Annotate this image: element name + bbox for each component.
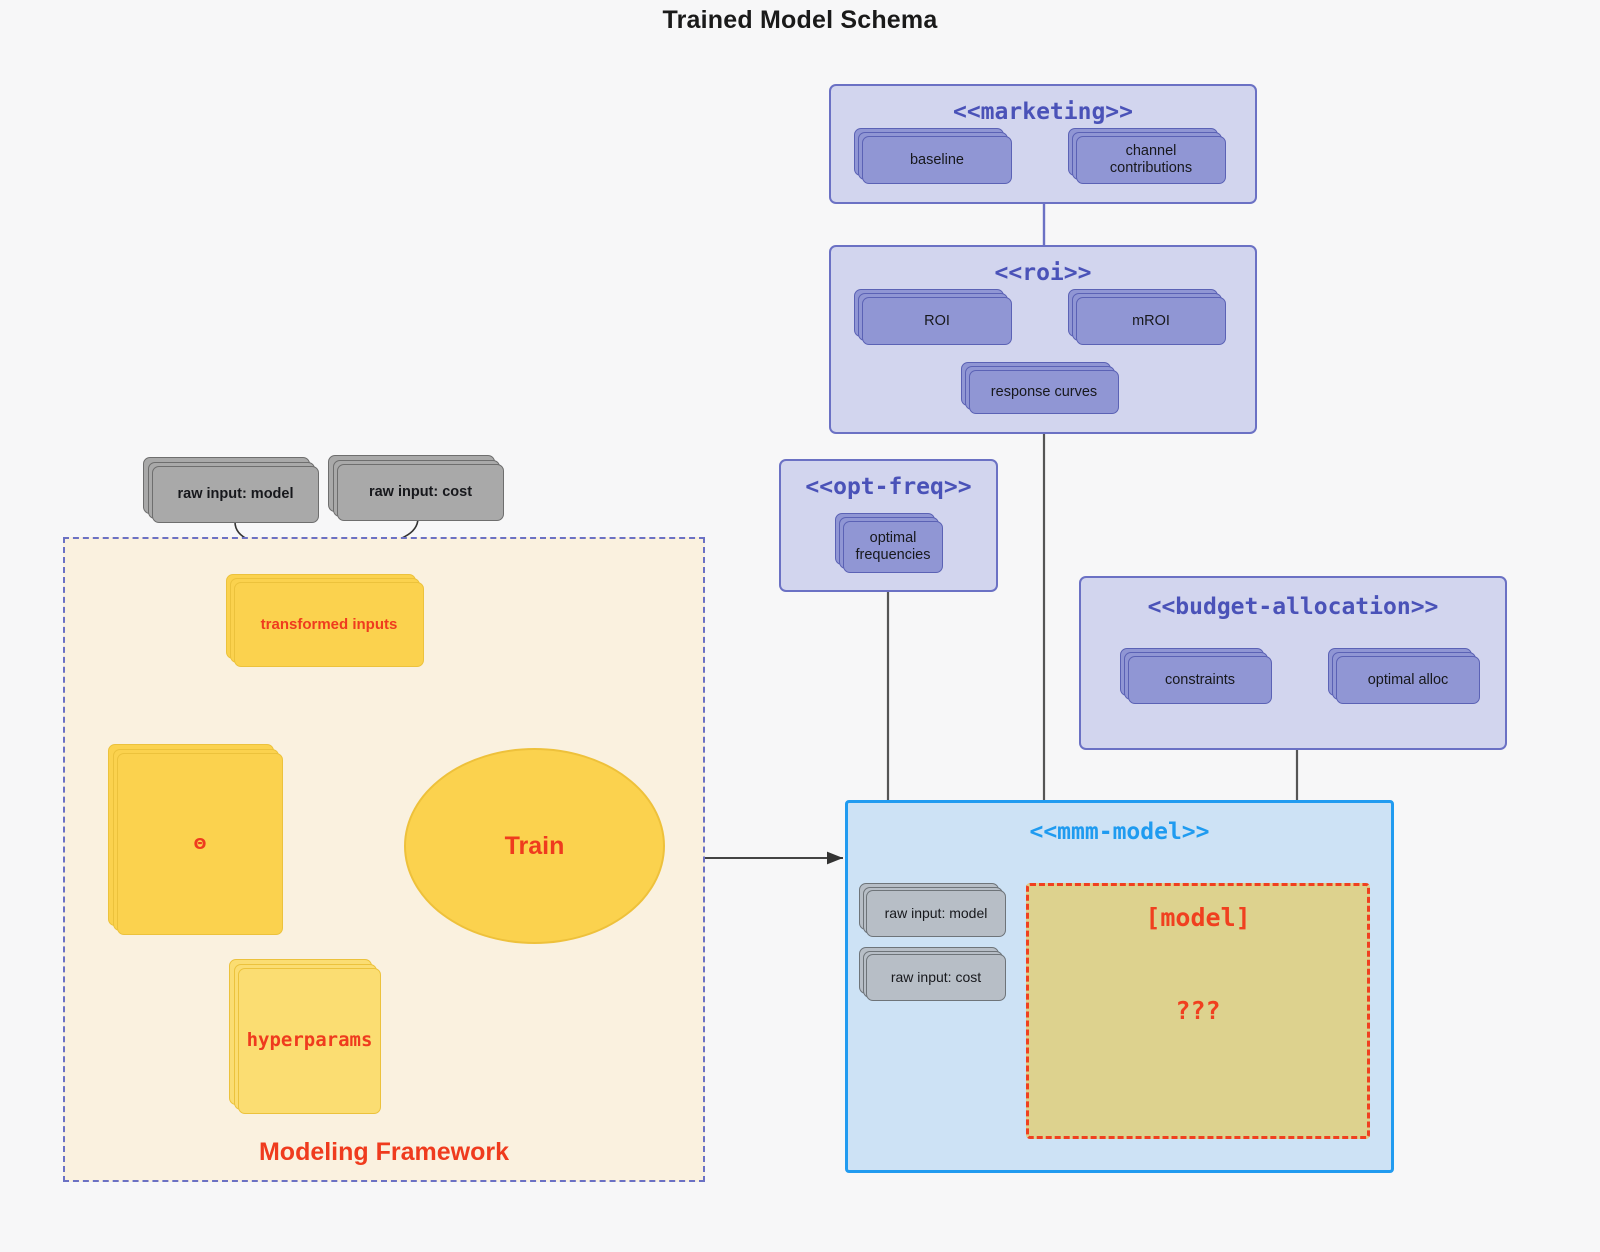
node-face: ROI bbox=[862, 297, 1012, 345]
node-label: optimal frequencies bbox=[850, 530, 937, 563]
page-title: Trained Model Schema bbox=[662, 6, 938, 34]
node-channel-contributions[interactable]: channel contributions bbox=[1068, 128, 1226, 184]
node-roi[interactable]: ROI bbox=[854, 289, 1012, 345]
node-optimal-alloc[interactable]: optimal alloc bbox=[1328, 648, 1480, 704]
node-face: transformed inputs bbox=[234, 582, 424, 667]
node-face: response curves bbox=[969, 370, 1119, 414]
node-face: raw input: model bbox=[866, 890, 1006, 937]
node-face: channel contributions bbox=[1076, 136, 1226, 184]
node-label: channel contributions bbox=[1109, 143, 1193, 176]
node-mmm-raw-input-cost[interactable]: raw input: cost bbox=[859, 947, 1006, 1001]
node-label-line1: optimal bbox=[869, 530, 917, 547]
node-label: hyperparams bbox=[246, 1029, 373, 1052]
node-face: optimal frequencies bbox=[843, 521, 943, 573]
node-response-curves[interactable]: response curves bbox=[961, 362, 1119, 414]
model-box-unknown: ??? bbox=[1175, 996, 1221, 1025]
node-constraints[interactable]: constraints bbox=[1120, 648, 1272, 704]
node-train[interactable]: Train bbox=[404, 748, 665, 944]
node-face: hyperparams bbox=[238, 968, 381, 1114]
node-label: ROI bbox=[924, 312, 950, 329]
package-budget-allocation-title: <<budget-allocation>> bbox=[1147, 594, 1439, 620]
model-box-title: [model] bbox=[1145, 903, 1251, 932]
node-optimal-frequencies[interactable]: optimal frequencies bbox=[835, 513, 943, 573]
node-hyperparams[interactable]: hyperparams bbox=[229, 959, 381, 1114]
package-roi-title: <<roi>> bbox=[994, 260, 1092, 286]
node-label: optimal alloc bbox=[1367, 671, 1449, 688]
node-face: raw input: cost bbox=[866, 954, 1006, 1001]
node-face: mROI bbox=[1076, 297, 1226, 345]
node-train-label: Train bbox=[504, 831, 565, 860]
node-label: raw input: model bbox=[177, 486, 294, 503]
node-mmm-raw-input-model[interactable]: raw input: model bbox=[859, 883, 1006, 937]
package-mmm-model-title: <<mmm-model>> bbox=[1029, 819, 1210, 845]
node-mroi[interactable]: mROI bbox=[1068, 289, 1226, 345]
node-label: response curves bbox=[990, 383, 1098, 400]
node-raw-input-cost[interactable]: raw input: cost bbox=[328, 455, 504, 521]
node-theta[interactable]: Θ bbox=[108, 744, 283, 935]
modeling-framework-label: Modeling Framework bbox=[258, 1138, 510, 1166]
node-face: constraints bbox=[1128, 656, 1272, 704]
package-marketing-title: <<marketing>> bbox=[952, 99, 1133, 125]
package-opt-freq-title: <<opt-freq>> bbox=[805, 474, 972, 500]
node-face: baseline bbox=[862, 136, 1012, 184]
node-face: optimal alloc bbox=[1336, 656, 1480, 704]
node-face: Θ bbox=[117, 753, 283, 935]
node-raw-input-model[interactable]: raw input: model bbox=[143, 457, 319, 523]
node-label: raw input: cost bbox=[368, 484, 473, 501]
node-label: raw input: cost bbox=[890, 969, 982, 986]
theta-symbol: Θ bbox=[193, 834, 207, 853]
node-label: raw input: model bbox=[884, 905, 988, 922]
node-label-line2: frequencies bbox=[855, 547, 931, 563]
node-baseline[interactable]: baseline bbox=[854, 128, 1012, 184]
model-placeholder-box[interactable]: [model] ??? bbox=[1026, 883, 1370, 1139]
node-transformed-inputs[interactable]: transformed inputs bbox=[226, 574, 424, 667]
node-label: mROI bbox=[1132, 312, 1170, 329]
node-label: baseline bbox=[909, 151, 964, 168]
node-face: raw input: model bbox=[152, 466, 319, 523]
node-label: constraints bbox=[1164, 671, 1236, 688]
node-label: transformed inputs bbox=[260, 615, 398, 633]
node-face: raw input: cost bbox=[337, 464, 504, 521]
